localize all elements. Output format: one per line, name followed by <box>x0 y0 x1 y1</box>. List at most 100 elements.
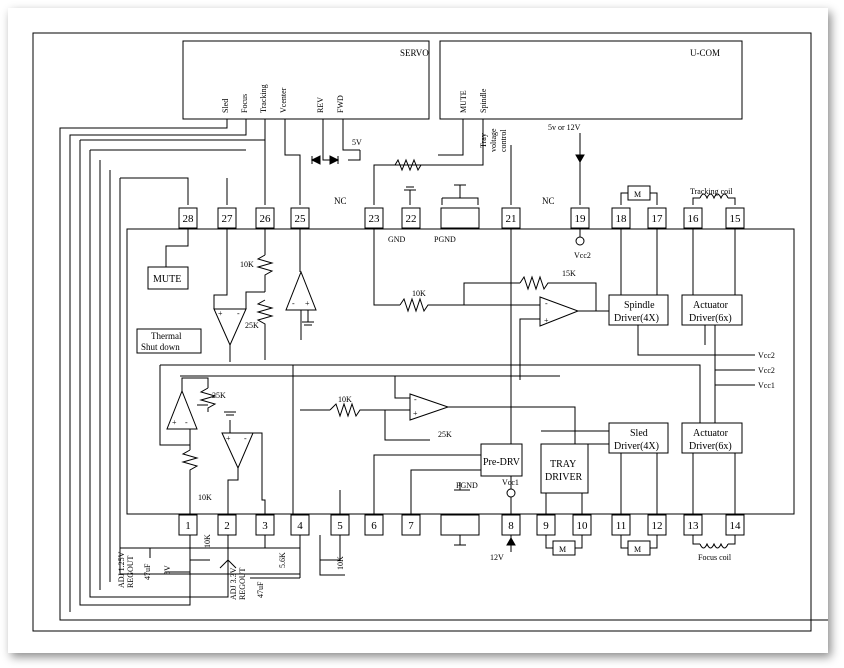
actuator-driver-bottom-block: Actuator Driver(6x) <box>681 422 743 454</box>
top-pin-21 <box>501 207 521 229</box>
opamp-27: +- <box>213 308 247 347</box>
adj125-label: ADJ 1.25V <box>117 551 126 588</box>
servo-pin-sled: Sled <box>221 99 230 113</box>
top-pin-15 <box>725 207 745 229</box>
bottom-pin-14-label: 14 <box>730 520 742 532</box>
vcc2-a-label: Vcc2 <box>758 351 775 360</box>
svg-text:MUTE: MUTE <box>153 274 181 285</box>
top-pin-23 <box>364 207 384 229</box>
bottom-pin-3-label: 3 <box>262 520 268 532</box>
bottom-pin-6-label: 6 <box>371 520 377 532</box>
bottom-pin-7-label: 7 <box>408 520 414 532</box>
r10k-b2-label: 10K <box>336 556 345 570</box>
svg-text:Driver(4X): Driver(4X) <box>614 313 659 324</box>
svg-text:-: - <box>292 299 295 308</box>
fivev-bot-label: 5V <box>163 565 172 575</box>
mute-block: MUTE <box>147 266 189 290</box>
top-pin-18-label: 18 <box>616 213 628 225</box>
bottom-pin-8-label: 8 <box>508 520 514 532</box>
supply-label: 5v or 12V <box>548 123 581 132</box>
tray-driver-block: TRAY DRIVER <box>540 443 589 494</box>
adj33-label: ADJ 3.3V <box>229 567 238 600</box>
vcc2-b-label: Vcc2 <box>758 366 775 375</box>
svg-text:+: + <box>218 309 223 318</box>
svg-text:+: + <box>172 418 177 427</box>
bottom-pin-2 <box>217 514 237 536</box>
svg-text:-: - <box>414 395 417 404</box>
cap47b-label: 47uF <box>256 581 265 598</box>
drawing-border <box>32 32 812 632</box>
ic-body <box>126 228 795 515</box>
r10k-left-label: 10K <box>412 289 426 298</box>
top-pin-27-label: 27 <box>222 213 234 225</box>
servo-pin-vcenter: Vcenter <box>279 87 288 113</box>
svg-text:Actuator: Actuator <box>693 300 729 311</box>
servo-pin-tracking: Tracking <box>259 84 268 113</box>
svg-text:control: control <box>499 129 508 152</box>
opamp-mid: -+ <box>409 393 450 421</box>
top-pin-15-label: 15 <box>730 213 742 225</box>
tracking-coil-label: Tracking coil <box>690 187 733 196</box>
svg-text:-: - <box>185 418 188 427</box>
bottom-pin-9-label: 9 <box>543 520 549 532</box>
top-pin-22-label: 22 <box>406 213 417 225</box>
r15k-label: 15K <box>562 269 576 278</box>
bottom-pin-1 <box>178 514 198 536</box>
bottom-pin-1-label: 1 <box>185 520 191 532</box>
svg-text:DRIVER: DRIVER <box>545 472 583 483</box>
top-pin-27 <box>217 207 237 229</box>
focus-coil-label: Focus coil <box>698 553 732 562</box>
top-pin-21-label: 21 <box>506 213 517 225</box>
svg-text:-: - <box>244 434 247 443</box>
adj125-regout-label: REGOUT <box>126 555 135 588</box>
top-pin-22 <box>401 207 421 229</box>
ucom-pin-mute: MUTE <box>459 90 468 113</box>
bottom-pin-5-label: 5 <box>337 520 343 532</box>
pgnd-mid-label: PGND <box>456 481 478 490</box>
top-pin-25 <box>290 207 310 229</box>
nc-24-label: NC <box>334 196 347 206</box>
bottom-pin-4-label: 4 <box>297 520 303 532</box>
svg-text:Sled: Sled <box>630 428 648 439</box>
pre-driver-block: Pre-DRV <box>480 443 523 477</box>
annotations: NC NC 5V 5v or 12V GND PGND Vcc2 Vcc2 Vc… <box>117 123 775 600</box>
bottom-pin-2-label: 2 <box>224 520 230 532</box>
bottom-pin-13-label: 13 <box>688 520 700 532</box>
r25k-left-label: 25K <box>245 321 259 330</box>
top-pgnd-tab <box>440 207 480 229</box>
vcc2-pin19-label: Vcc2 <box>574 251 591 260</box>
actuator-driver-top-block: Actuator Driver(6x) <box>681 294 743 326</box>
nc-20-label: NC <box>542 196 555 206</box>
vcc1-mid-label: Vcc1 <box>502 478 519 487</box>
svg-text:+: + <box>413 409 418 418</box>
r25k-low-label: 25K <box>212 391 226 400</box>
bottom-pin-11-label: 11 <box>616 520 627 532</box>
motor-sled-label: M <box>634 545 641 554</box>
ucom-pin-spindle: Spindle <box>479 88 488 113</box>
servo-pin-focus: Focus <box>240 94 249 113</box>
svg-text:Shut down: Shut down <box>141 342 180 352</box>
opamp-spindle: -+ <box>539 296 580 327</box>
svg-text:TRAY: TRAY <box>550 459 576 470</box>
servo-pin-rev: REV <box>316 97 325 113</box>
svg-text:+: + <box>226 434 231 443</box>
top-pin-16 <box>683 207 703 229</box>
ucom-block: U-COM MUTE Spindle <box>439 40 743 120</box>
top-pin-16-label: 16 <box>688 213 700 225</box>
svg-text:+: + <box>544 316 549 325</box>
top-pin-25-label: 25 <box>295 213 307 225</box>
opamp-2: +- <box>221 432 254 470</box>
bottom-pgnd-tab <box>440 514 480 536</box>
r10k-top-label: 10K <box>240 260 254 269</box>
svg-text:Driver(6x): Driver(6x) <box>689 441 732 452</box>
motor-tray-label: M <box>559 545 566 554</box>
r10k-mid-label: 10K <box>338 395 352 404</box>
servo-label: SERVO <box>400 48 429 58</box>
sled-driver-block: Sled Driver(4X) <box>608 422 669 454</box>
r10k-b1-label: 10K <box>203 534 212 548</box>
spindle-driver-block: Spindle Driver(4X) <box>608 294 669 326</box>
opamp-25: -+ <box>285 270 317 311</box>
top-pin-26 <box>255 207 275 229</box>
top-pin-23-label: 23 <box>369 213 381 225</box>
